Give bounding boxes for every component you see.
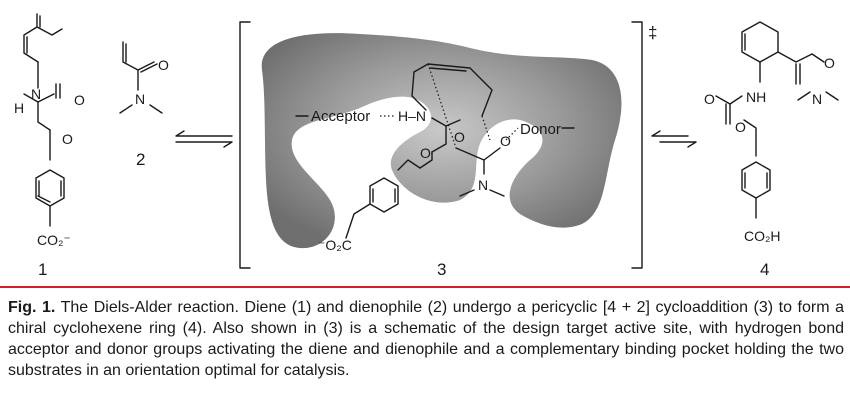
compound-4-amide-nitrogen: N (812, 91, 822, 107)
caption-text: The Diels-Alder reaction. Diene (1) and … (8, 299, 844, 379)
transition-state-brackets (239, 21, 643, 269)
compound-1-hydrogen: H (14, 100, 24, 116)
equilibrium-arrow-right (651, 130, 697, 148)
compound-1-ester-oxygen: O (62, 131, 73, 147)
compound-1-carbonyl-oxygen: O (74, 92, 85, 108)
caption-divider (0, 286, 850, 288)
compound-1-structure (23, 13, 65, 227)
compound-2-oxygen: O (158, 57, 169, 73)
reaction-scheme: N H O O CO₂⁻ 1 O N 2 ‡ (14, 13, 839, 279)
compound-4-structure (715, 21, 839, 219)
ts-ester-oxygen: O (420, 145, 431, 161)
acceptor-label: Acceptor (311, 108, 370, 125)
ts-carbonyl-oxygen-1: O (454, 129, 465, 145)
binding-pocket (261, 33, 622, 249)
compound-4-amide-oxygen: O (824, 55, 835, 71)
compound-2-nitrogen: N (135, 91, 145, 107)
ts-diene (411, 63, 493, 149)
compound-1-nitrogen: N (31, 86, 41, 102)
compound-2-number: 2 (136, 150, 145, 169)
compound-4-carboxylic-acid: CO₂H (744, 228, 781, 244)
compound-4-ester-oxygen: O (735, 119, 746, 135)
compound-4-carbonyl-oxygen: O (704, 91, 715, 107)
compound-4-number: 4 (760, 260, 769, 279)
compound-1-carboxylate: CO₂⁻ (37, 232, 71, 248)
compound-1-number: 1 (38, 260, 47, 279)
figure-label: Fig. 1. (8, 299, 56, 316)
compound-4-nh: NH (746, 89, 766, 105)
acceptor-group (295, 115, 461, 239)
compound-2-structure (119, 41, 163, 114)
ts-dienophile-oxygen: O (500, 133, 511, 149)
donor-label: Donor (520, 121, 561, 138)
ts-carboxylate: ⁻O₂C (318, 237, 352, 253)
equilibrium-arrow-left (175, 130, 233, 148)
transition-state-symbol: ‡ (648, 23, 657, 42)
acceptor-h-n: H–N (398, 108, 426, 124)
figure-caption: Fig. 1. The Diels-Alder reaction. Diene … (8, 297, 844, 381)
ts-dienophile-nitrogen: N (478, 177, 488, 193)
compound-3-number: 3 (437, 260, 446, 279)
ts-dienophile (455, 127, 575, 197)
